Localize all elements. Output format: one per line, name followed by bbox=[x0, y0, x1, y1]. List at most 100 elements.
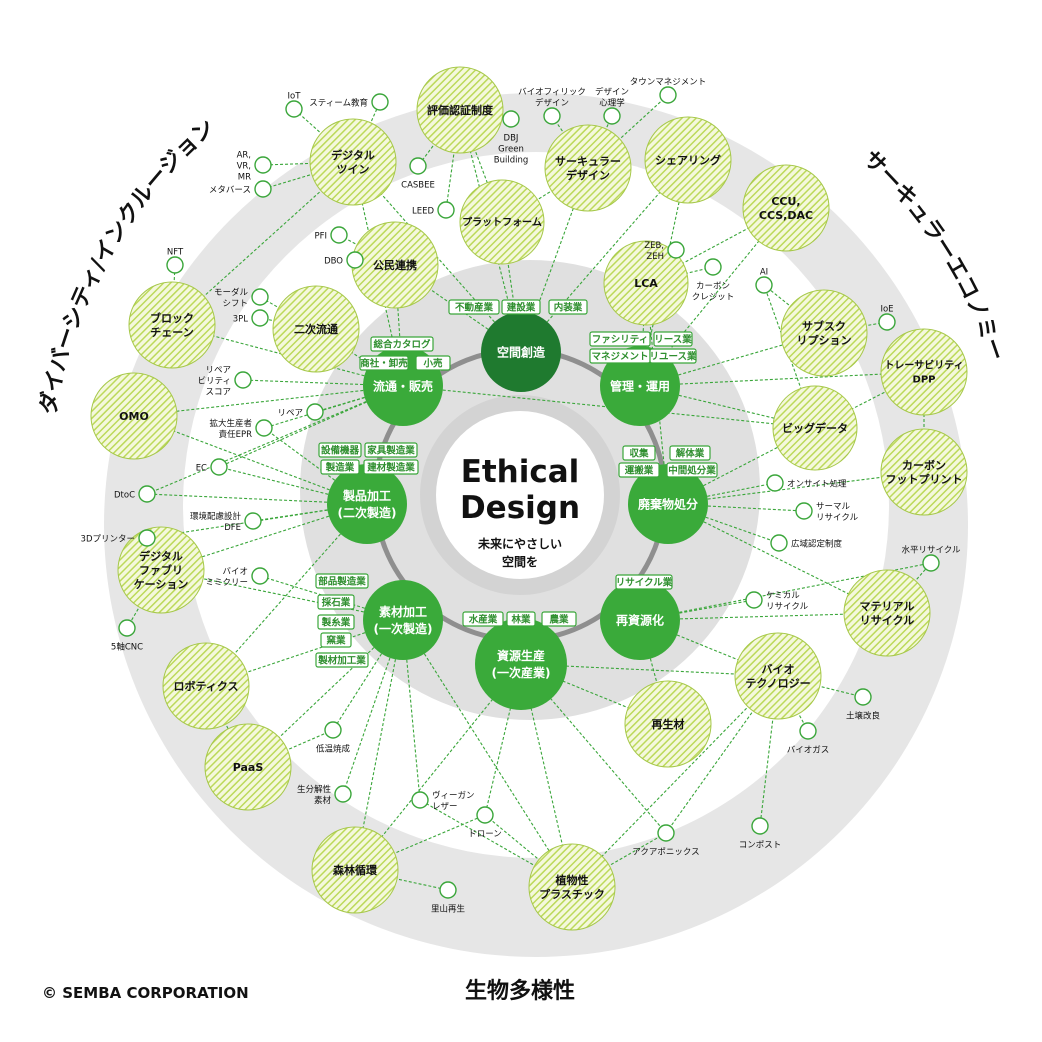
small-node-circle bbox=[755, 276, 773, 294]
small-node-3dp: 3Dプリンター bbox=[81, 529, 156, 547]
industry-tag-label: 林業 bbox=[511, 614, 531, 626]
small-node-label: PFI bbox=[314, 232, 327, 242]
small-node-circle bbox=[922, 554, 940, 572]
industry-tag-t22: 製造業 bbox=[320, 459, 360, 475]
node-label: 再生材 bbox=[652, 717, 685, 731]
small-node-circle bbox=[878, 313, 896, 331]
industry-tag-t18: 製糸業 bbox=[317, 614, 355, 630]
small-node-circle bbox=[745, 591, 763, 609]
industry-tag-t21: 設備機器 bbox=[318, 442, 362, 458]
small-node-label: デザイン bbox=[595, 87, 629, 98]
small-node-circle bbox=[244, 512, 262, 530]
industry-tag-box bbox=[318, 442, 362, 458]
small-node-label: シフト bbox=[222, 299, 248, 309]
connection-line bbox=[667, 503, 888, 614]
industry-tag-label: 製材加工業 bbox=[317, 655, 366, 667]
small-node-circle bbox=[255, 419, 273, 437]
industry-tag-t15: 農業 bbox=[541, 611, 577, 627]
node-label: デジタル bbox=[139, 549, 183, 563]
small-node-biogas: バイオガス bbox=[787, 722, 830, 756]
tech-node-hyoka: 評価認証制度 bbox=[416, 66, 504, 154]
small-node-circle bbox=[667, 241, 685, 259]
connection-line bbox=[402, 619, 573, 888]
tech-node-circle bbox=[742, 164, 830, 252]
node-label: 公民連携 bbox=[373, 258, 417, 272]
small-node-label: 拡大生産者 bbox=[209, 418, 252, 429]
small-node-pfi: PFI bbox=[314, 226, 348, 244]
tech-node-ccu: CCU,CCS,DAC bbox=[742, 164, 830, 252]
connection-line bbox=[639, 371, 925, 387]
connection-line bbox=[484, 814, 573, 888]
core-white bbox=[436, 411, 604, 579]
small-node-circle bbox=[324, 721, 342, 739]
industry-tag-box bbox=[320, 459, 360, 475]
industry-tag-box bbox=[370, 336, 434, 352]
node-label: デザイン bbox=[566, 168, 610, 182]
small-node-circle bbox=[476, 806, 494, 824]
small-node-label: モーダル bbox=[214, 287, 249, 298]
industry-tag-t13: 水産業 bbox=[462, 611, 504, 627]
small-node-circle bbox=[254, 156, 272, 174]
node-label: CCS,DAC bbox=[759, 209, 813, 222]
industry-tag-label: 農業 bbox=[549, 614, 569, 626]
small-node-label: IoT bbox=[288, 92, 302, 102]
small-node-label: 広域認定制度 bbox=[791, 539, 843, 550]
tech-node-circle bbox=[843, 569, 931, 657]
industry-tag-t4: ファシリティ bbox=[589, 331, 651, 347]
tech-node-kominrenkei: 公民連携 bbox=[351, 221, 439, 309]
industry-tag-box bbox=[666, 462, 718, 478]
industry-tag-box bbox=[622, 445, 656, 461]
node-label: カーボン bbox=[902, 458, 946, 472]
node-label: プラスチック bbox=[539, 887, 605, 901]
node-label: リプション bbox=[797, 333, 852, 347]
small-node-aquaponics: アクアポニックス bbox=[632, 824, 700, 858]
small-node-ec: EC bbox=[196, 458, 228, 476]
small-node-label: 責任EPR bbox=[219, 429, 252, 440]
small-node-ai: AI bbox=[755, 268, 773, 294]
small-node-label: DtoC bbox=[114, 491, 135, 501]
small-node-label: クレジット bbox=[692, 293, 735, 303]
small-node-label: コンポスト bbox=[739, 841, 782, 851]
tech-node-circle bbox=[880, 428, 968, 516]
small-node-circle bbox=[285, 100, 303, 118]
small-node-circle bbox=[439, 881, 457, 899]
industry-tag-box bbox=[501, 299, 541, 315]
industry-tag-t19: 窯業 bbox=[320, 632, 352, 648]
node-label: ファブリ bbox=[139, 563, 183, 577]
node-label: シェアリング bbox=[655, 153, 721, 167]
small-node-ioe: IoE bbox=[878, 305, 896, 331]
small-node-label: バイオガス bbox=[787, 745, 830, 756]
small-node-circle bbox=[795, 502, 813, 520]
tech-node-saiseizai: 再生材 bbox=[624, 680, 712, 768]
tech-node-circle bbox=[459, 179, 545, 265]
small-node-label: NFT bbox=[167, 248, 184, 258]
node-label: 廃棄物処分 bbox=[638, 496, 698, 511]
connection-line bbox=[777, 675, 864, 698]
small-node-label: DFE bbox=[224, 523, 241, 533]
industry-tag-label: 内装業 bbox=[554, 302, 583, 314]
connection-line bbox=[587, 115, 613, 169]
small-node-nft: NFT bbox=[166, 248, 184, 274]
industry-tag-t3: 内装業 bbox=[548, 299, 588, 315]
industry-tag-label: ファシリティ bbox=[592, 335, 648, 346]
small-node-label: 3PL bbox=[233, 315, 249, 325]
industry-tag-label: 設備機器 bbox=[321, 445, 360, 457]
tech-node-forest: 森林循環 bbox=[311, 826, 399, 914]
primary-node-material: 素材加工(一次製造) bbox=[363, 580, 443, 660]
tech-node-share: シェアリング bbox=[644, 116, 732, 204]
node-label: (二次製造) bbox=[338, 505, 397, 520]
small-node-leed: LEED bbox=[412, 201, 455, 219]
node-label: テクノロジー bbox=[745, 677, 810, 690]
industry-tag-box bbox=[415, 355, 451, 371]
small-node-label: 環境配慮設計 bbox=[190, 511, 242, 522]
industry-tag-label: 製造業 bbox=[325, 462, 355, 474]
small-node-label: 素材 bbox=[314, 795, 332, 806]
small-node-circle bbox=[704, 258, 722, 276]
small-node-label: スティーム教育 bbox=[309, 98, 368, 109]
primary-node-recyc: 再資源化 bbox=[600, 580, 680, 660]
node-label: 製品加工 bbox=[342, 488, 391, 503]
node-label: マテリアル bbox=[860, 600, 915, 613]
